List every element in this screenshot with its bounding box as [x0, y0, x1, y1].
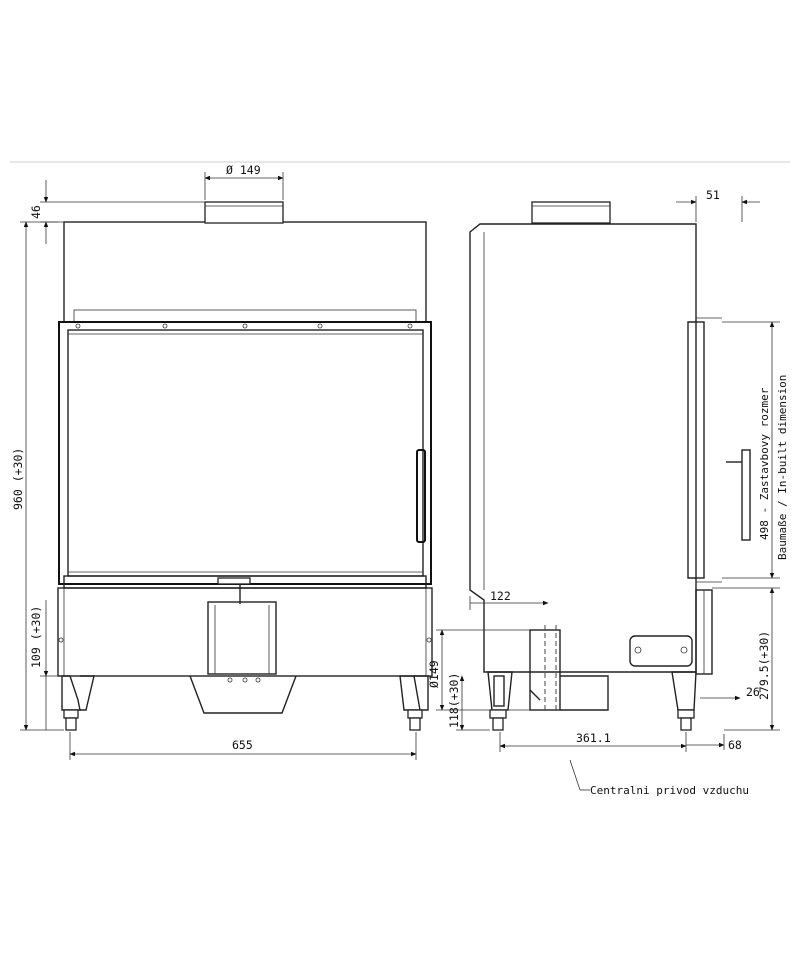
- front-glass: [67, 329, 424, 577]
- front-foot-left: [61, 675, 81, 711]
- front-deflector: [73, 309, 417, 323]
- front-foot-right: [399, 675, 421, 711]
- dim-opening: 498 - Zastavbovy rozmer: [758, 387, 771, 540]
- front-base: [57, 587, 433, 677]
- side-dimensions: 51 498 - Zastavbovy rozmer Baumaße / In-…: [427, 188, 789, 797]
- side-body: [469, 223, 697, 673]
- side-foot-front: [671, 671, 697, 711]
- front-door-handle: [416, 449, 426, 543]
- dim-height: 960 (+30): [11, 448, 25, 510]
- dim-foot-depth: 68: [728, 738, 742, 752]
- side-door-profile: [695, 321, 705, 579]
- front-foot-left-inner: [80, 675, 95, 711]
- front-dimensions: Ø 149 46 960 (+30) 109 (+30) 655: [11, 163, 417, 760]
- front-housing: [63, 221, 427, 323]
- dim-depth: 361.1: [576, 731, 611, 745]
- label-air-supply: Centralni privod vzduchu: [590, 784, 749, 797]
- front-flue-collar: [204, 201, 284, 224]
- side-flue-collar: [531, 201, 611, 224]
- side-view: [469, 201, 751, 731]
- dim-base-right: 279.5(+30): [757, 631, 771, 700]
- side-handle: [741, 449, 751, 541]
- dim-width: 655: [232, 738, 253, 752]
- dim-back: 51: [706, 188, 720, 202]
- dim-foot: 26: [746, 685, 760, 699]
- front-view: [57, 201, 433, 731]
- dim-air-height: 118(+30): [447, 673, 461, 728]
- dim-base: 109 (+30): [29, 606, 43, 668]
- front-door-frame: [58, 321, 432, 585]
- front-air-funnel: [189, 675, 297, 714]
- side-label-plate: [629, 635, 693, 667]
- dim-air-diameter: Ø149: [427, 660, 441, 688]
- side-foot-rear: [487, 671, 513, 711]
- dim-air-offset: 122: [490, 589, 511, 603]
- dim-top: 46: [29, 205, 43, 219]
- dim-opening-sub: Baumaße / In-built dimension: [776, 375, 789, 560]
- dim-flue-diameter: Ø 149: [226, 163, 261, 177]
- front-ash-box: [207, 601, 277, 675]
